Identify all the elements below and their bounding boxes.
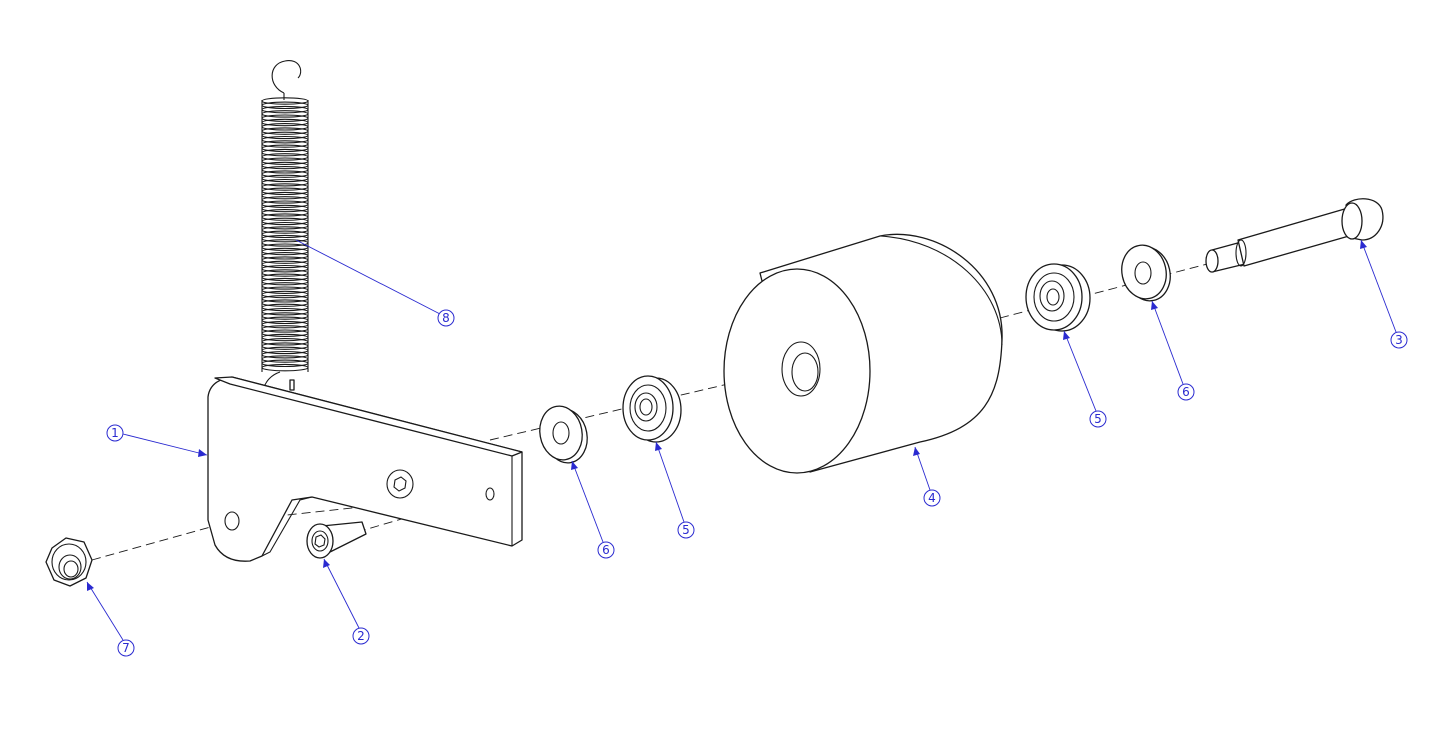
balloon-5-left-number: 5 — [682, 523, 690, 537]
callout-7: 7 — [86, 581, 135, 657]
balloon-4-circle — [923, 489, 941, 507]
roller — [723, 233, 1003, 474]
balloon-8-number: 8 — [442, 311, 450, 325]
washer-left — [539, 405, 588, 464]
balloon-6-left-number: 6 — [602, 543, 610, 557]
balloon-6-right-circle — [1177, 383, 1195, 401]
callout-6-right: 6 — [1151, 300, 1195, 401]
balloon-5-right-number: 5 — [1094, 412, 1102, 426]
balloon-3-number: 3 — [1395, 333, 1403, 347]
shoulder-bolt — [1205, 198, 1384, 273]
balloon-8-circle — [437, 309, 455, 327]
bracket-plate — [207, 376, 523, 562]
balloon-5-left-circle — [677, 521, 695, 539]
washer-right — [1121, 244, 1171, 302]
callout-2: 2 — [323, 558, 370, 645]
balloon-6-right-number: 6 — [1182, 385, 1190, 399]
callout-layer: 1 2 3 4 5 5 — [86, 239, 1408, 657]
balloon-1-circle — [106, 424, 124, 442]
extension-spring — [261, 60, 309, 411]
balloon-7-circle — [117, 639, 135, 657]
callout-1: 1 — [106, 424, 208, 457]
balloon-7-number: 7 — [122, 641, 130, 655]
lock-nut — [45, 537, 93, 587]
balloon-4-number: 4 — [928, 491, 936, 505]
bearing-right — [1025, 263, 1091, 332]
balloon-5-right-circle — [1089, 410, 1107, 428]
bearing-left — [622, 375, 682, 443]
callout-3: 3 — [1360, 239, 1408, 349]
balloon-1-number: 1 — [111, 426, 119, 440]
callout-6-left: 6 — [571, 460, 615, 559]
countersunk-screw — [306, 521, 367, 559]
balloon-2-number: 2 — [357, 629, 365, 643]
callout-4: 4 — [913, 446, 941, 507]
callout-5-right: 5 — [1063, 330, 1107, 428]
balloon-3-circle — [1390, 331, 1408, 349]
callout-5-left: 5 — [655, 441, 695, 539]
spring-coil — [261, 363, 309, 372]
callout-8: 8 — [295, 239, 455, 327]
balloon-6-left-circle — [597, 541, 615, 559]
balloon-2-circle — [352, 627, 370, 645]
spring-coils — [261, 97, 309, 372]
